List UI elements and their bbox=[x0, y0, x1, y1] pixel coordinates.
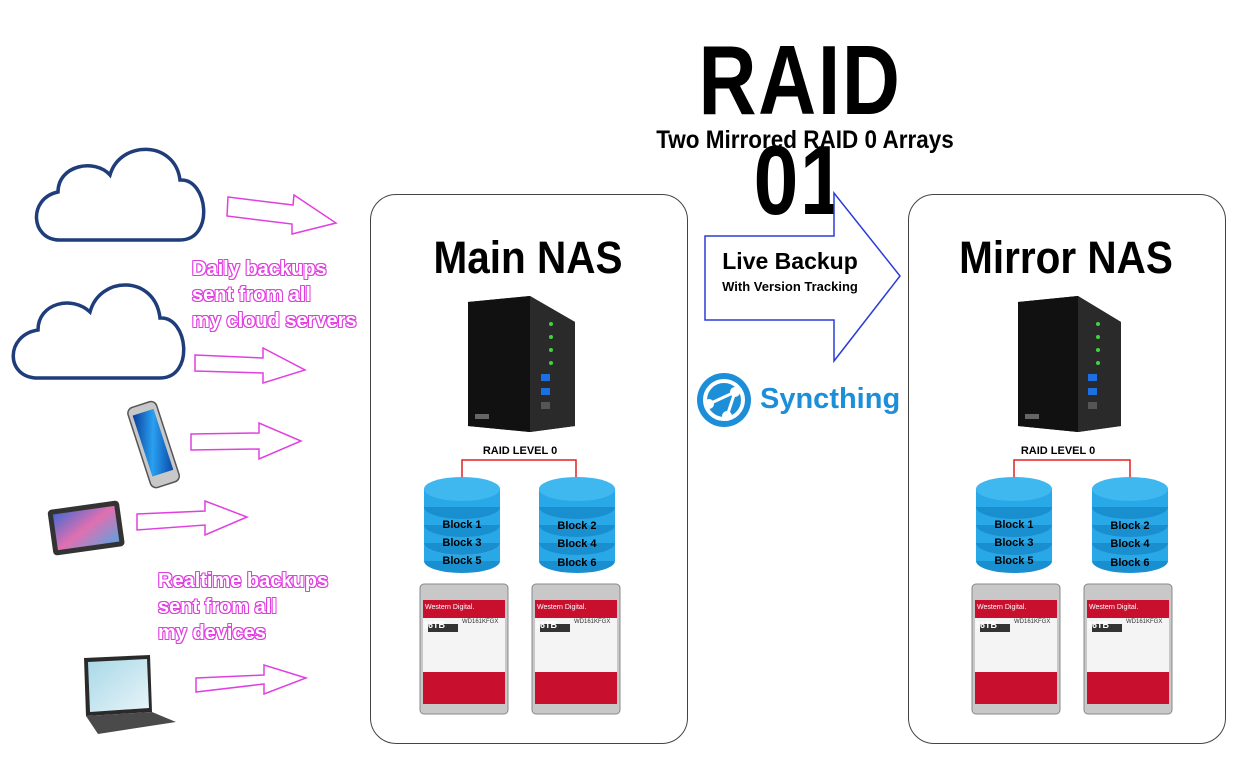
nas-device-icon bbox=[1018, 296, 1121, 432]
realtime-note-line: Realtime backups bbox=[158, 570, 329, 592]
disk-a-icon bbox=[424, 477, 500, 573]
hdd-b-icon bbox=[1083, 583, 1173, 715]
diagram-subtitle: Two Mirrored RAID 0 Arrays bbox=[656, 126, 954, 154]
mirror-nas-panel bbox=[908, 194, 1226, 744]
live-backup-label: Live Backup bbox=[722, 248, 858, 274]
disk-b-icon bbox=[1092, 477, 1168, 573]
hdd-capacity: 16TB bbox=[423, 620, 446, 630]
raid-connector bbox=[1013, 459, 1131, 484]
block-label: Block 1 bbox=[442, 519, 482, 531]
raid-level-label: RAID LEVEL 0 bbox=[1020, 445, 1096, 457]
block-label: Block 6 bbox=[557, 557, 597, 569]
block-label: Block 4 bbox=[1110, 538, 1150, 550]
cloud-icon bbox=[34, 147, 206, 242]
mirror-nas-title: Mirror NAS bbox=[959, 232, 1173, 283]
hdd-capacity: 16TB bbox=[535, 620, 558, 630]
daily-note-line: Daily backups bbox=[192, 258, 327, 280]
realtime-note-line: my devices bbox=[158, 622, 266, 644]
block-label: Block 1 bbox=[994, 519, 1034, 531]
block-label: Block 3 bbox=[442, 537, 482, 549]
block-label: Block 6 bbox=[1110, 557, 1150, 569]
incoming-arrow bbox=[194, 346, 307, 385]
block-label: Block 3 bbox=[994, 537, 1034, 549]
hdd-capacity: 16TB bbox=[1087, 620, 1110, 630]
hdd-model: WD161KFGX bbox=[1014, 619, 1051, 625]
laptop-icon bbox=[84, 655, 176, 734]
incoming-arrow bbox=[190, 421, 303, 461]
hdd-capacity: 16TB bbox=[975, 620, 998, 630]
block-label: Block 5 bbox=[994, 555, 1034, 567]
block-label: Block 2 bbox=[1110, 520, 1150, 532]
incoming-arrow bbox=[195, 663, 309, 696]
block-label: Block 5 bbox=[442, 555, 482, 567]
tablet-icon bbox=[47, 500, 125, 556]
hdd-model: WD161KFGX bbox=[1126, 619, 1163, 625]
pink-arrows bbox=[136, 193, 338, 696]
daily-note-line: sent from all bbox=[192, 284, 311, 306]
hdd-brand: Western Digital. bbox=[1089, 604, 1139, 611]
main-nas-title: Main NAS bbox=[433, 232, 623, 283]
syncthing-label: Syncthing bbox=[760, 383, 901, 415]
hdd-brand: Western Digital. bbox=[977, 604, 1027, 611]
disk-a-icon bbox=[976, 477, 1052, 573]
raid-level-label: RAID LEVEL 0 bbox=[482, 445, 558, 457]
hdd-a-icon bbox=[971, 583, 1061, 715]
block-label: Block 2 bbox=[557, 520, 597, 532]
sources-layer bbox=[11, 147, 338, 734]
hdd-brand: Western Digital. bbox=[425, 604, 475, 611]
incoming-arrow bbox=[136, 499, 249, 537]
raid-connector bbox=[461, 459, 577, 484]
diagram-title: RAID 01 bbox=[698, 25, 902, 235]
hdd-model: WD161KFGX bbox=[574, 619, 611, 625]
syncthing-logo-icon bbox=[697, 373, 751, 427]
hdd-brand: Western Digital. bbox=[537, 604, 587, 611]
cloud-icon bbox=[11, 283, 186, 380]
incoming-arrow bbox=[226, 193, 338, 235]
disk-b-icon bbox=[539, 477, 615, 573]
hdd-a-icon bbox=[419, 583, 509, 715]
live-backup-sublabel: With Version Tracking bbox=[722, 279, 858, 294]
smartphone-icon bbox=[127, 400, 181, 489]
live-backup-arrow bbox=[704, 190, 901, 364]
nas-device-icon bbox=[468, 296, 575, 432]
block-label: Block 4 bbox=[557, 538, 597, 550]
main-nas-graphics bbox=[419, 296, 621, 715]
realtime-note-line: sent from all bbox=[158, 596, 277, 618]
hdd-b-icon bbox=[531, 583, 621, 715]
mirror-nas-graphics bbox=[971, 296, 1173, 715]
daily-note-line: my cloud servers bbox=[192, 310, 357, 332]
hdd-model: WD161KFGX bbox=[462, 619, 499, 625]
